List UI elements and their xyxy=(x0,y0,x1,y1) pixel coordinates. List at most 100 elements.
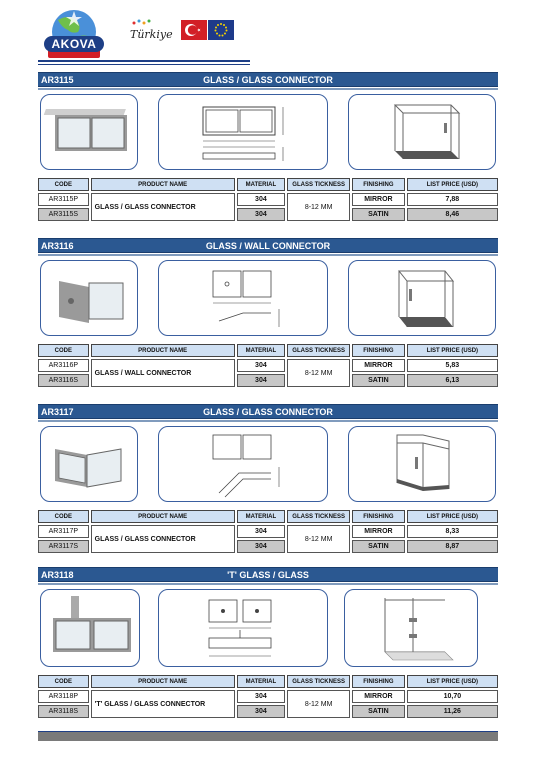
header-product-name: PRODUCT NAME xyxy=(90,510,235,523)
section-title: GLASS / GLASS CONNECTOR xyxy=(203,407,333,417)
product-photo xyxy=(40,426,138,502)
installation-photo xyxy=(348,426,496,502)
product-photo xyxy=(40,589,140,667)
header-product-name: PRODUCT NAME xyxy=(90,344,235,357)
list-price: 10,70 xyxy=(406,690,498,703)
material: 304 xyxy=(236,193,286,206)
product-section-ar3117: AR3117 GLASS / GLASS CONNECTOR xyxy=(38,404,498,553)
finishing: MIRROR xyxy=(352,525,405,538)
page-header: AKOVA Türkiye xyxy=(38,8,498,65)
finishing: MIRROR xyxy=(352,359,405,372)
section-rule xyxy=(38,254,498,256)
material: 304 xyxy=(236,540,286,553)
header-list-price: LIST PRICE (USD) xyxy=(406,675,498,688)
product-name: GLASS / GLASS CONNECTOR xyxy=(90,193,235,221)
finishing: SATIN xyxy=(352,208,405,221)
section-title: GLASS / WALL CONNECTOR xyxy=(205,241,331,251)
price-table: CODE PRODUCT NAME MATERIAL GLASS TICKNES… xyxy=(36,342,500,389)
header-code: CODE xyxy=(38,178,89,191)
product-photo xyxy=(40,94,138,170)
list-price: 8,46 xyxy=(406,208,498,221)
section-title-bar: AR3118 'T' GLASS / GLASS xyxy=(38,567,498,582)
header-product-name: PRODUCT NAME xyxy=(90,675,235,688)
footer-bar xyxy=(38,731,498,741)
header-material: MATERIAL xyxy=(236,178,286,191)
finishing: SATIN xyxy=(352,540,405,553)
finishing: SATIN xyxy=(352,705,405,718)
product-name: GLASS / GLASS CONNECTOR xyxy=(90,525,235,553)
header-list-price: LIST PRICE (USD) xyxy=(406,344,498,357)
section-code: AR3117 xyxy=(41,407,74,417)
section-title-bar: AR3116 GLASS / WALL CONNECTOR xyxy=(38,238,498,253)
header-finishing: FINISHING xyxy=(352,510,405,523)
header-finishing: FINISHING xyxy=(352,178,405,191)
header-product-name: PRODUCT NAME xyxy=(90,178,235,191)
product-code: AR3115S xyxy=(38,208,89,221)
section-rule xyxy=(38,88,498,90)
section-code: AR3115 xyxy=(41,75,74,85)
glass-thickness: 8-12 MM xyxy=(287,359,351,387)
product-code: AR3115P xyxy=(38,193,89,206)
product-section-ar3115: AR3115 GLASS / GLASS CONNECTOR xyxy=(38,72,498,221)
section-rule xyxy=(38,583,498,585)
product-section-ar3118: AR3118 'T' GLASS / GLASS xyxy=(38,567,498,718)
eu-flag-icon xyxy=(208,20,234,40)
finishing: SATIN xyxy=(352,374,405,387)
turkey-flag-icon xyxy=(181,20,207,40)
turkiye-brand-icon xyxy=(132,19,151,25)
section-title: GLASS / GLASS CONNECTOR xyxy=(203,75,333,85)
list-price: 8,87 xyxy=(406,540,498,553)
list-price: 5,83 xyxy=(406,359,498,372)
list-price: 11,26 xyxy=(406,705,498,718)
price-table: CODE PRODUCT NAME MATERIAL GLASS TICKNES… xyxy=(36,508,500,555)
product-code: AR3117S xyxy=(38,540,89,553)
header-glass-thickness: GLASS TICKNESS xyxy=(287,178,351,191)
price-table: CODE PRODUCT NAME MATERIAL GLASS TICKNES… xyxy=(36,673,500,720)
glass-thickness: 8-12 MM xyxy=(287,525,351,553)
section-title-bar: AR3115 GLASS / GLASS CONNECTOR xyxy=(38,72,498,87)
product-code: AR3118P xyxy=(38,690,89,703)
header-rule-thin xyxy=(38,64,250,65)
glass-thickness: 8-12 MM xyxy=(287,690,351,718)
product-code: AR3118S xyxy=(38,705,89,718)
installation-photo xyxy=(348,94,496,170)
section-code: AR3116 xyxy=(41,241,74,251)
header-glass-thickness: GLASS TICKNESS xyxy=(287,675,351,688)
technical-drawing xyxy=(158,94,328,170)
material: 304 xyxy=(236,690,286,703)
header-material: MATERIAL xyxy=(236,675,286,688)
technical-drawing xyxy=(158,426,328,502)
header-glass-thickness: GLASS TICKNESS xyxy=(287,510,351,523)
header-code: CODE xyxy=(38,510,89,523)
header-list-price: LIST PRICE (USD) xyxy=(406,510,498,523)
product-photo xyxy=(40,260,138,336)
product-section-ar3116: AR3116 GLASS / WALL CONNECTOR xyxy=(38,238,498,387)
header-glass-thickness: GLASS TICKNESS xyxy=(287,344,351,357)
installation-photo xyxy=(344,589,478,667)
product-code: AR3116P xyxy=(38,359,89,372)
section-title-bar: AR3117 GLASS / GLASS CONNECTOR xyxy=(38,404,498,419)
finishing: MIRROR xyxy=(352,690,405,703)
turkiye-logo: Türkiye xyxy=(130,19,173,41)
price-table: CODE PRODUCT NAME MATERIAL GLASS TICKNES… xyxy=(36,176,500,223)
product-name: GLASS / WALL CONNECTOR xyxy=(90,359,235,387)
material: 304 xyxy=(236,705,286,718)
technical-drawing xyxy=(158,589,328,667)
header-rule xyxy=(38,60,250,62)
finishing: MIRROR xyxy=(352,193,405,206)
product-code: AR3116S xyxy=(38,374,89,387)
section-code: AR3118 xyxy=(41,570,74,580)
list-price: 8,33 xyxy=(406,525,498,538)
header-code: CODE xyxy=(38,344,89,357)
globe-icon xyxy=(48,10,100,58)
product-code: AR3117P xyxy=(38,525,89,538)
logo-text: AKOVA xyxy=(44,36,104,52)
installation-photo xyxy=(348,260,496,336)
header-code: CODE xyxy=(38,675,89,688)
list-price: 7,88 xyxy=(406,193,498,206)
turkiye-text: Türkiye xyxy=(130,28,173,41)
header-finishing: FINISHING xyxy=(352,344,405,357)
header-material: MATERIAL xyxy=(236,344,286,357)
header-finishing: FINISHING xyxy=(352,675,405,688)
material: 304 xyxy=(236,208,286,221)
